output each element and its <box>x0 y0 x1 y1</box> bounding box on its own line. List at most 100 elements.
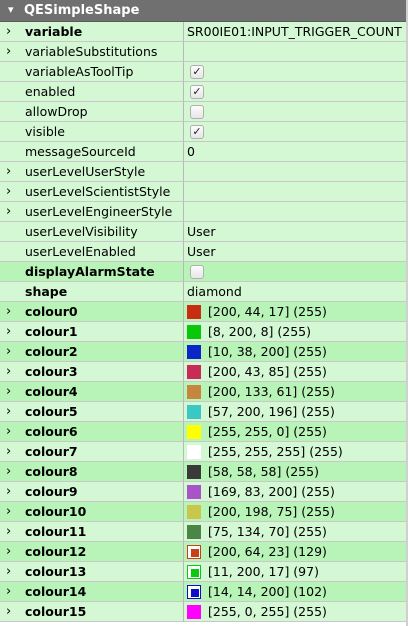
property-name-cell[interactable]: ›colour3 <box>0 362 184 382</box>
property-row-colour12[interactable]: ›colour12[200, 64, 23] (129) <box>0 542 408 562</box>
expand-arrow-icon[interactable]: › <box>6 484 12 499</box>
unchecked-checkbox[interactable] <box>190 265 204 279</box>
checked-checkbox[interactable]: ✓ <box>190 65 204 79</box>
property-row-variableSubstitutions[interactable]: ›variableSubstitutions <box>0 42 408 62</box>
property-value-cell[interactable]: 0 <box>184 142 406 162</box>
property-row-displayAlarmState[interactable]: displayAlarmState <box>0 262 408 282</box>
expand-arrow-icon[interactable]: › <box>6 424 12 439</box>
property-row-colour4[interactable]: ›colour4[200, 133, 61] (255) <box>0 382 408 402</box>
checked-checkbox[interactable]: ✓ <box>190 125 204 139</box>
property-name-cell[interactable]: ›colour12 <box>0 542 184 562</box>
property-value-cell[interactable]: [255, 255, 255] (255) <box>184 442 406 462</box>
property-name-cell[interactable]: ›colour10 <box>0 502 184 522</box>
property-value-cell[interactable]: [75, 134, 70] (255) <box>184 522 406 542</box>
property-row-colour1[interactable]: ›colour1[8, 200, 8] (255) <box>0 322 408 342</box>
expand-arrow-icon[interactable]: › <box>6 384 12 399</box>
property-name-cell[interactable]: variableAsToolTip <box>0 62 184 82</box>
property-value-cell[interactable]: [11, 200, 17] (97) <box>184 562 406 582</box>
expand-arrow-icon[interactable]: › <box>6 464 12 479</box>
expand-arrow-icon[interactable]: › <box>6 344 12 359</box>
property-name-cell[interactable]: ›colour15 <box>0 602 184 622</box>
property-row-colour3[interactable]: ›colour3[200, 43, 85] (255) <box>0 362 408 382</box>
class-header-qesimpleshape[interactable]: ▾ QESimpleShape <box>0 0 408 22</box>
property-name-cell[interactable]: allowDrop <box>0 102 184 122</box>
property-row-userLevelUserStyle[interactable]: ›userLevelUserStyle <box>0 162 408 182</box>
property-name-cell[interactable]: shape <box>0 282 184 302</box>
property-value-cell[interactable]: [200, 43, 85] (255) <box>184 362 406 382</box>
property-row-colour8[interactable]: ›colour8[58, 58, 58] (255) <box>0 462 408 482</box>
property-value-cell[interactable]: diamond <box>184 282 406 302</box>
property-value-cell[interactable]: [200, 198, 75] (255) <box>184 502 406 522</box>
property-row-visible[interactable]: visible ✓ <box>0 122 408 142</box>
property-row-colour9[interactable]: ›colour9[169, 83, 200] (255) <box>0 482 408 502</box>
property-name-cell[interactable]: ›userLevelEngineerStyle <box>0 202 184 222</box>
property-name-cell[interactable]: ›colour5 <box>0 402 184 422</box>
expand-arrow-icon[interactable]: › <box>6 604 12 619</box>
property-value-cell[interactable] <box>184 262 406 282</box>
expand-arrow-icon[interactable]: › <box>6 524 12 539</box>
expand-arrow-icon[interactable]: › <box>6 24 12 39</box>
unchecked-checkbox[interactable] <box>190 105 204 119</box>
property-value-cell[interactable] <box>184 202 406 222</box>
property-value-cell[interactable]: User <box>184 242 406 262</box>
property-name-cell[interactable]: ›colour8 <box>0 462 184 482</box>
checked-checkbox[interactable]: ✓ <box>190 85 204 99</box>
property-value-cell[interactable] <box>184 102 406 122</box>
property-row-colour13[interactable]: ›colour13[11, 200, 17] (97) <box>0 562 408 582</box>
property-value-cell[interactable]: [200, 44, 17] (255) <box>184 302 406 322</box>
property-name-cell[interactable]: ›colour2 <box>0 342 184 362</box>
expand-arrow-icon[interactable]: › <box>6 184 12 199</box>
property-name-cell[interactable]: ›colour13 <box>0 562 184 582</box>
property-value-cell[interactable] <box>184 182 406 202</box>
property-name-cell[interactable]: enabled <box>0 82 184 102</box>
property-name-cell[interactable]: ›variableSubstitutions <box>0 42 184 62</box>
expand-arrow-icon[interactable]: › <box>6 304 12 319</box>
expand-arrow-icon[interactable]: › <box>6 564 12 579</box>
property-value-cell[interactable]: [14, 14, 200] (102) <box>184 582 406 602</box>
property-name-cell[interactable]: ›userLevelScientistStyle <box>0 182 184 202</box>
property-name-cell[interactable]: visible <box>0 122 184 142</box>
expand-arrow-icon[interactable]: › <box>6 204 12 219</box>
property-value-cell[interactable]: [255, 0, 255] (255) <box>184 602 406 622</box>
expand-arrow-icon[interactable]: › <box>6 544 12 559</box>
property-value-cell[interactable]: [58, 58, 58] (255) <box>184 462 406 482</box>
property-name-cell[interactable]: messageSourceId <box>0 142 184 162</box>
property-name-cell[interactable]: userLevelVisibility <box>0 222 184 242</box>
expand-arrow-icon[interactable]: › <box>6 364 12 379</box>
property-row-colour14[interactable]: ›colour14[14, 14, 200] (102) <box>0 582 408 602</box>
property-name-cell[interactable]: ›colour14 <box>0 582 184 602</box>
property-row-enabled[interactable]: enabled ✓ <box>0 82 408 102</box>
property-name-cell[interactable]: userLevelEnabled <box>0 242 184 262</box>
property-name-cell[interactable]: ›colour9 <box>0 482 184 502</box>
property-row-colour10[interactable]: ›colour10[200, 198, 75] (255) <box>0 502 408 522</box>
expand-arrow-icon[interactable]: › <box>6 324 12 339</box>
property-row-userLevelScientistStyle[interactable]: ›userLevelScientistStyle <box>0 182 408 202</box>
property-row-colour0[interactable]: ›colour0[200, 44, 17] (255) <box>0 302 408 322</box>
property-value-cell[interactable]: [169, 83, 200] (255) <box>184 482 406 502</box>
property-row-colour2[interactable]: ›colour2[10, 38, 200] (255) <box>0 342 408 362</box>
property-value-cell[interactable]: [8, 200, 8] (255) <box>184 322 406 342</box>
property-name-cell[interactable]: ›colour11 <box>0 522 184 542</box>
property-name-cell[interactable]: ›userLevelUserStyle <box>0 162 184 182</box>
property-row-colour11[interactable]: ›colour11[75, 134, 70] (255) <box>0 522 408 542</box>
property-value-cell[interactable] <box>184 42 406 62</box>
property-row-colour7[interactable]: ›colour7[255, 255, 255] (255) <box>0 442 408 462</box>
expand-arrow-icon[interactable]: › <box>6 404 12 419</box>
property-row-colour5[interactable]: ›colour5[57, 200, 196] (255) <box>0 402 408 422</box>
property-value-cell[interactable]: [200, 133, 61] (255) <box>184 382 406 402</box>
property-value-cell[interactable]: [57, 200, 196] (255) <box>184 402 406 422</box>
expand-arrow-icon[interactable]: › <box>6 44 12 59</box>
property-name-cell[interactable]: ›colour7 <box>0 442 184 462</box>
property-value-cell[interactable]: ✓ <box>184 122 406 142</box>
property-value-cell[interactable]: SR00IE01:INPUT_TRIGGER_COUNT <box>184 22 406 42</box>
property-value-cell[interactable]: User <box>184 222 406 242</box>
property-name-cell[interactable]: ›colour1 <box>0 322 184 342</box>
property-value-cell[interactable]: [10, 38, 200] (255) <box>184 342 406 362</box>
collapse-arrow-icon[interactable]: ▾ <box>8 3 14 16</box>
expand-arrow-icon[interactable]: › <box>6 164 12 179</box>
property-value-cell[interactable]: [255, 255, 0] (255) <box>184 422 406 442</box>
